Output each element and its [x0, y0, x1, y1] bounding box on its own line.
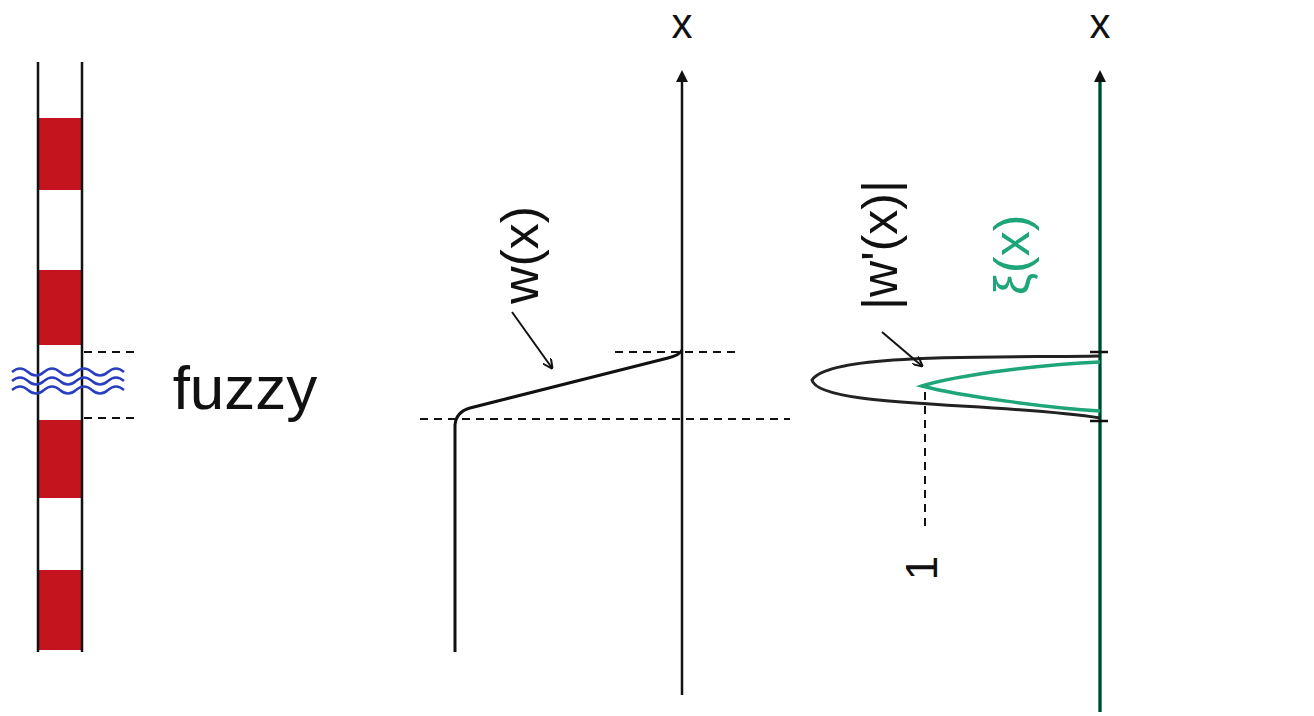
- region-label: fuzzy: [173, 357, 318, 419]
- axis: [1090, 76, 1108, 712]
- derivative-curve: [812, 356, 1100, 418]
- axis-label: x: [672, 3, 693, 45]
- axis: [682, 76, 683, 695]
- value-label: 1: [900, 556, 944, 580]
- curve-label: w(x): [494, 206, 546, 304]
- curve-label: |w'(x)|: [855, 180, 905, 310]
- striped-bar: [38, 62, 82, 652]
- fuzzy-waves: [12, 369, 124, 394]
- axis-label: x: [1090, 3, 1111, 45]
- w-curve: [455, 350, 682, 652]
- leader-line: [882, 332, 922, 366]
- curve-label: ξ(x): [987, 215, 1037, 296]
- dashed-guide: [84, 352, 925, 530]
- leader-line: [512, 312, 552, 368]
- xi-curve: [922, 362, 1100, 411]
